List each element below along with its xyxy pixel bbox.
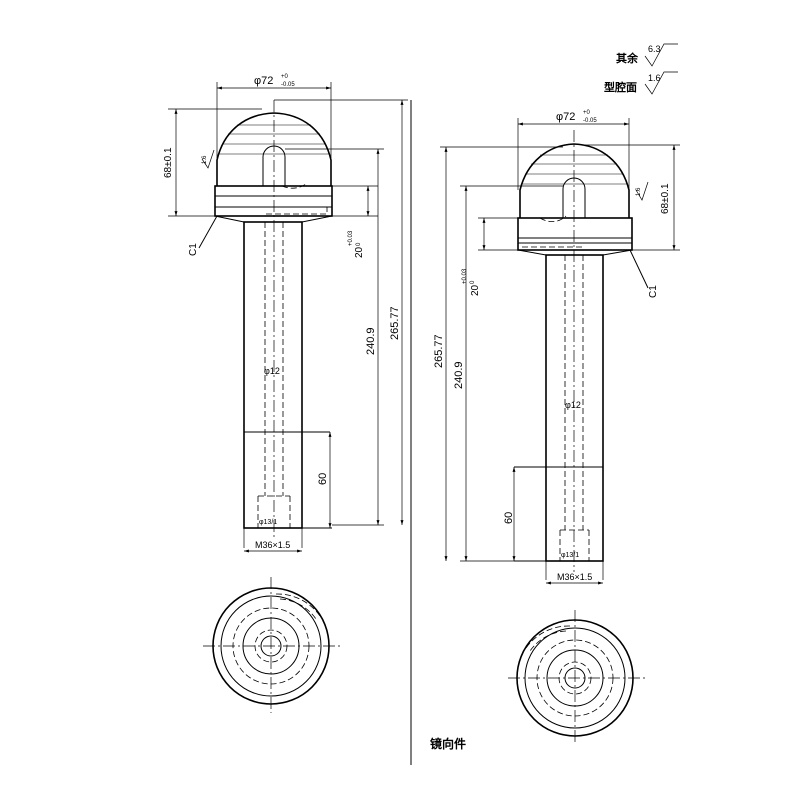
mirror-part-label: 镜向件 [430,736,466,751]
right-dia12-label: φ12 [565,400,581,410]
left-small-thread-label: φ13/1 [259,519,277,526]
right-depth20-label: 20 [470,284,481,296]
left-collar [214,185,333,217]
right-local-roughness: 1.6 [636,187,642,196]
roughness-legend: 其余 6.3 型腔面 1.6 [604,43,678,95]
roughness-symbol-icon [644,43,678,67]
svg-text:+0: +0 [583,110,591,116]
right-height68-label: 68±0.1 [660,183,671,214]
left-part-bottom-view [203,577,342,713]
right-part-bottom-view [508,610,645,745]
left-part-front-view [198,100,333,540]
roughness-symbol-icon [644,71,678,95]
left-dome-head [216,112,332,186]
roughness-other-label: 其余 [616,51,639,65]
roughness-cavity-label: 型腔面 [604,80,637,94]
svg-text:0: 0 [470,280,476,284]
left-thread-len-label: 60 [317,473,329,485]
right-collar [517,217,633,251]
left-local-roughness: 1.6 [202,155,208,164]
right-thread-label: M36×1.5 [557,572,592,582]
left-dia12-label: φ12 [264,366,280,376]
left-height68-label: 68±0.1 [163,147,174,178]
svg-text:0: 0 [356,242,362,246]
right-chamfer-label: C1 [648,285,659,298]
svg-text:+0: +0 [281,74,289,80]
right-dimensions [440,118,680,585]
left-length240-label: 240.9 [365,327,377,355]
left-depth20-label: 20 [354,246,365,258]
right-thread-len-label: 60 [503,512,515,524]
left-dia72-label: φ72 [254,75,273,87]
svg-text:+0.03: +0.03 [462,268,468,284]
right-length265-label: 265.77 [433,334,445,368]
left-dimension-labels: φ72 +0 -0.05 68±0.1 C1 20 +0.03 0 240.9 … [163,74,401,550]
right-small-thread-label: φ13/1 [561,552,579,559]
right-dimension-labels: φ72 +0 -0.05 68±0.1 C1 20 +0.03 0 240.9 … [433,110,671,582]
roughness-cavity-value: 1.6 [648,73,661,83]
roughness-other-value: 6.3 [648,44,661,54]
svg-text:-0.05: -0.05 [281,82,295,88]
left-dimensions [168,82,408,553]
svg-text:-0.05: -0.05 [583,118,597,124]
left-thread-label: M36×1.5 [255,540,290,550]
right-dome-head [519,143,630,218]
left-chamfer-label: C1 [188,243,199,256]
right-length240-label: 240.9 [453,361,465,389]
svg-text:+0.03: +0.03 [348,230,354,246]
left-length265-label: 265.77 [389,306,401,340]
right-part-front-view [514,130,649,572]
right-dia72-label: φ72 [556,111,575,123]
